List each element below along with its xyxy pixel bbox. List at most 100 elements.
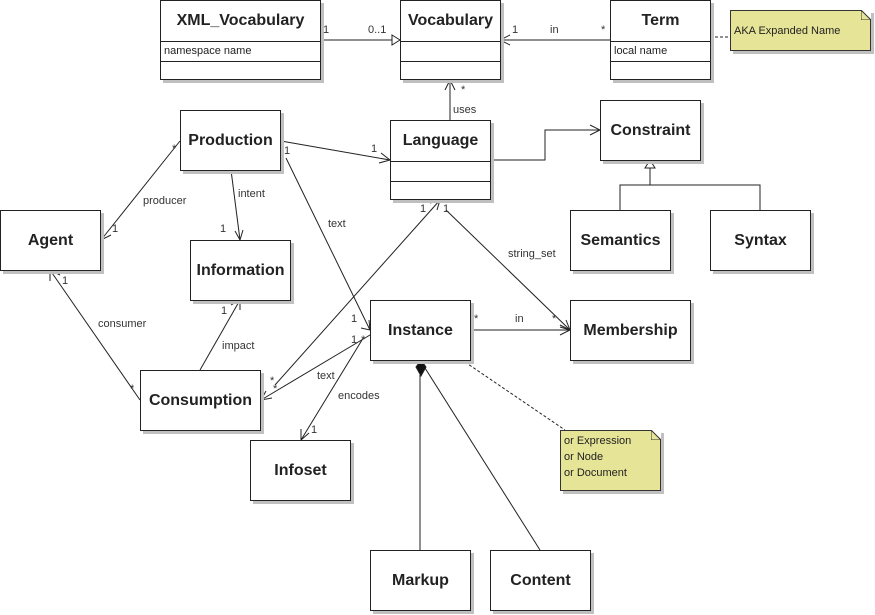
class-attributes [391,162,490,182]
mult-label: 1 [112,223,119,235]
class-operations [611,62,710,80]
note-fold-icon [651,430,661,440]
assoc-name: text [328,218,346,230]
mult-label: 1 [443,203,450,215]
note-line: or Node [564,451,604,463]
edge-instance-content [424,367,541,551]
arrowhead [429,199,441,211]
note-link-instance [464,361,566,431]
note-line: or Document [564,467,627,479]
class-name: Agent [27,231,74,249]
generalization-arrowhead [644,159,656,169]
arrowhead [300,429,310,442]
mult-label: * [273,383,278,395]
edge-production-language [280,140,391,161]
arrowhead [260,390,273,401]
class-name: Semantics [580,231,661,249]
mult-label: 1 [221,305,228,317]
mult-label: 1 [323,24,330,36]
class-consumption[interactable]: Consumption [140,370,261,431]
edge-language-constraint [490,129,600,161]
class-syntax[interactable]: Syntax [710,210,811,271]
class-attributes: local name [611,42,710,62]
mult-label: 1 [284,145,291,157]
class-operations [391,182,490,200]
class-operations [401,62,500,80]
mult-label: * [474,313,479,325]
mult-label: 1 [220,223,227,235]
class-information[interactable]: Information [190,240,291,301]
class-content[interactable]: Content [490,550,591,611]
class-instance[interactable]: Instance [370,300,471,361]
class-name: Instance [388,321,453,339]
edge-gen-branches [619,184,761,210]
class-term[interactable]: Term local name [610,0,711,80]
assoc-name: impact [222,340,255,352]
mult-label: 0..1 [368,24,387,36]
note-line: or Expression [564,435,632,447]
mult-label: 1 [311,424,318,436]
class-vocabulary[interactable]: Vocabulary [400,0,501,80]
mult-label: 1 [62,275,69,287]
mult-label: * [552,313,557,325]
mult-label: 1 [351,313,358,325]
edge-consumption-language [274,199,441,386]
mult-label: 1 [420,203,427,215]
class-name: Infoset [274,461,327,479]
class-constraint[interactable]: Constraint [600,100,701,161]
arrowhead [444,78,456,91]
mult-label: * [130,383,135,395]
class-name: Markup [392,571,449,589]
class-membership[interactable]: Membership [570,300,691,361]
assoc-name: in [550,24,559,36]
assoc-name: consumer [98,318,147,330]
edge-language-membership [445,209,571,331]
note-text: AKA Expanded Name [734,25,841,37]
mult-label: * [172,143,177,155]
class-language[interactable]: Language [390,120,491,200]
assoc-name: text [317,370,335,382]
mult-label: 1 [371,143,378,155]
assoc-name: string_set [508,248,556,260]
mult-label: 1 [351,334,358,346]
class-name: Language [391,121,490,162]
class-name: Membership [583,321,678,339]
edge-production-instance [285,157,371,331]
class-name: XML_Vocabulary [161,1,320,42]
class-semantics[interactable]: Semantics [570,210,671,271]
assoc-name: producer [143,195,187,207]
mult-label: * [461,84,466,96]
class-name: Content [510,571,571,589]
assoc-name: uses [453,104,477,116]
note-fold-icon [861,10,871,20]
note-term[interactable]: AKA Expanded Name [730,10,871,51]
class-name: Constraint [610,121,691,139]
class-production[interactable]: Production [180,110,281,171]
mult-label: 1 [512,24,519,36]
class-name: Information [196,261,285,279]
mult-label: * [601,24,606,36]
class-infoset[interactable]: Infoset [250,440,351,501]
edge-consumption-agent [49,269,141,401]
edge-production-information [230,169,241,241]
assoc-name: in [515,313,524,325]
class-markup[interactable]: Markup [370,550,471,611]
class-attributes: namespace name [161,42,320,62]
generalization-arrowhead [391,34,401,46]
class-xml-vocabulary[interactable]: XML_Vocabulary namespace name [160,0,321,80]
edge-consumption-information [199,299,241,371]
edge-instance-infoset [300,339,363,441]
assoc-name: encodes [338,390,380,402]
class-agent[interactable]: Agent [0,210,101,271]
class-name: Term [611,1,710,42]
mult-label: * [361,334,366,346]
class-name: Consumption [148,391,253,409]
class-operations [161,62,320,80]
class-attributes [401,42,500,62]
note-instance[interactable]: or Expression or Node or Document [560,430,661,491]
assoc-name: intent [238,188,265,200]
composition-diamond [415,359,427,378]
class-name: Production [188,131,273,149]
arrowhead [100,228,112,241]
